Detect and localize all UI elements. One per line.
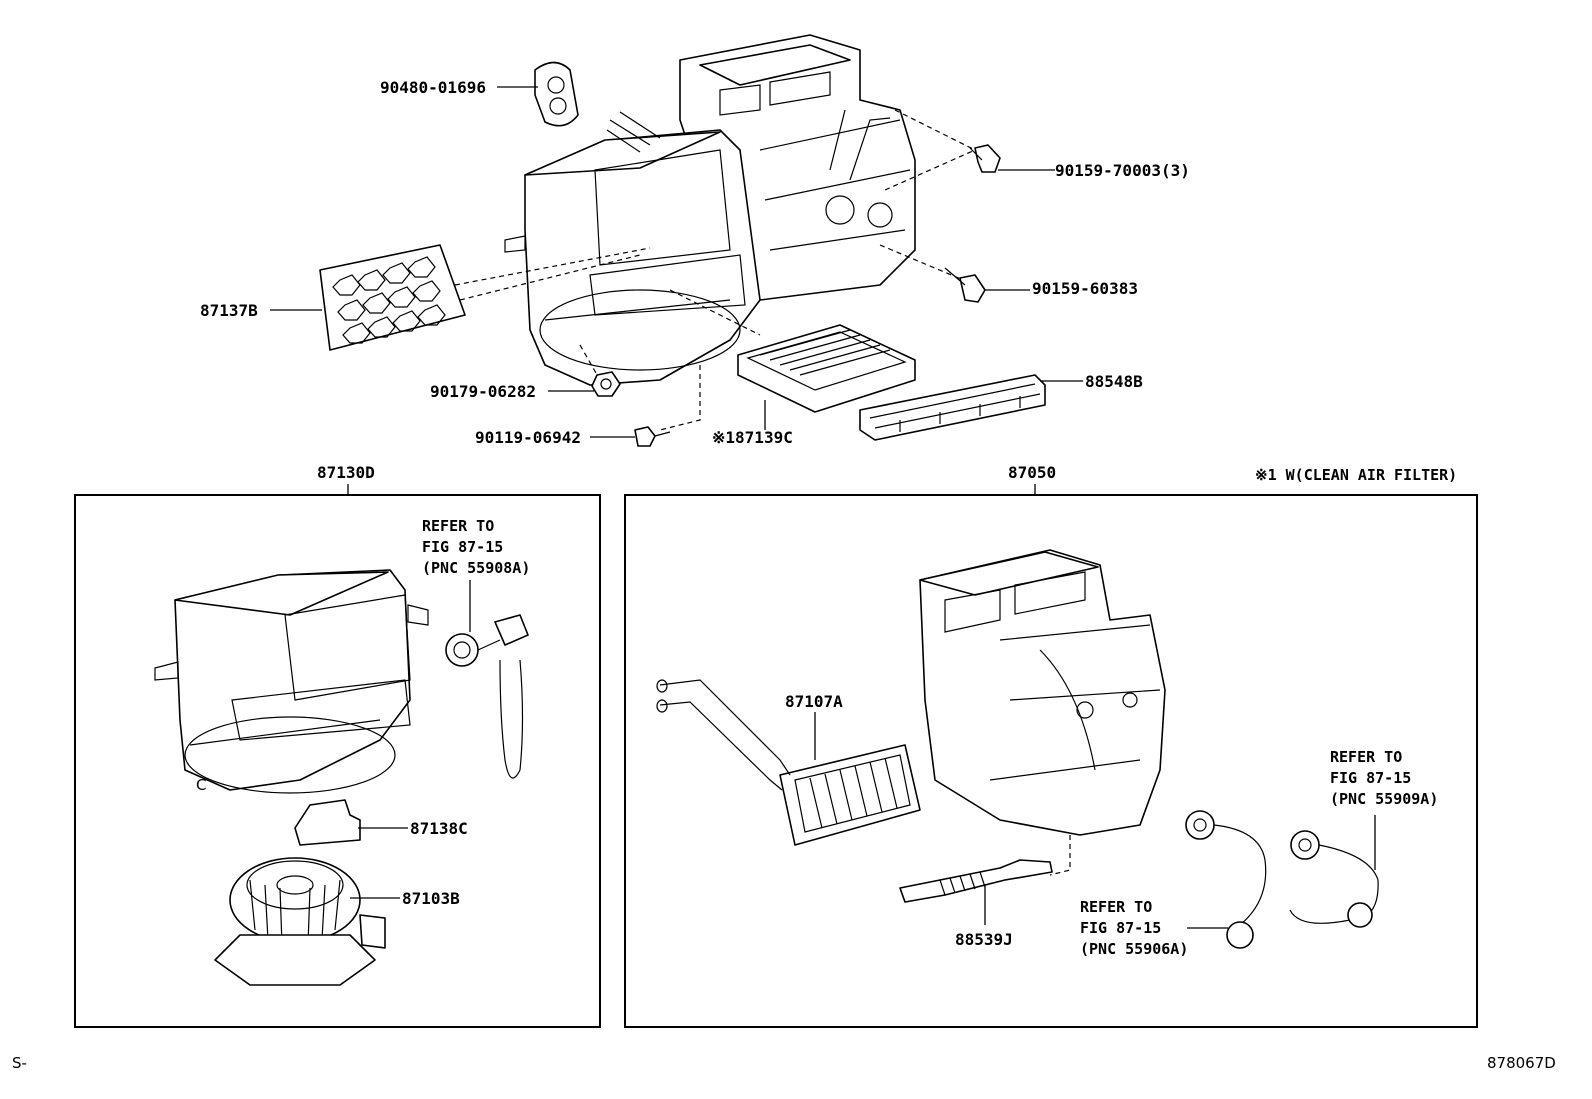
filter-cover-part xyxy=(270,244,466,351)
blower-assembly-box xyxy=(74,494,601,1028)
nut-part xyxy=(548,371,621,397)
heater-core-part xyxy=(656,679,921,846)
refer-line-3: (PNC 55906A) xyxy=(1080,940,1188,958)
refer-note-55908a: REFER TO FIG 87-15 (PNC 55908A) xyxy=(422,517,530,577)
refer-note-55906a: REFER TO FIG 87-15 (PNC 55906A) xyxy=(1080,898,1188,958)
svg-text:C: C xyxy=(196,776,206,794)
label-87139c: ※187139C xyxy=(712,428,793,447)
note-clean-air-filter: ※1 W(CLEAN AIR FILTER) xyxy=(1255,466,1457,484)
blower-case-part: C xyxy=(154,569,429,794)
servo-motor-part-c xyxy=(1289,815,1379,928)
label-87050: 87050 xyxy=(1008,463,1056,482)
servo-motor-part-b xyxy=(1185,810,1267,949)
label-87138c: 87138C xyxy=(410,819,468,838)
heater-assembly-box xyxy=(624,494,1478,1028)
blower-motor-part xyxy=(214,857,400,986)
screw-part-c xyxy=(590,426,671,447)
filter-case-part xyxy=(859,374,1083,441)
heater-case-part xyxy=(919,549,1166,876)
drain-hose-part xyxy=(899,859,1053,925)
refer-note-55909a: REFER TO FIG 87-15 (PNC 55909A) xyxy=(1330,748,1438,808)
label-90119-06942: 90119-06942 xyxy=(475,428,581,447)
refer-line-1: REFER TO xyxy=(1330,748,1402,766)
section-marker: S- xyxy=(12,1054,27,1072)
grommet-part xyxy=(497,61,579,127)
drawing-number: 878067D xyxy=(1487,1054,1556,1072)
label-87130d: 87130D xyxy=(317,463,375,482)
refer-line-2: FIG 87-15 xyxy=(422,538,503,556)
label-88548b: 88548B xyxy=(1085,372,1143,391)
refer-line-1: REFER TO xyxy=(422,517,494,535)
resistor-part xyxy=(294,799,408,846)
screw-part-b xyxy=(944,267,1030,303)
air-filter-part xyxy=(737,324,916,430)
label-90480-01696: 90480-01696 xyxy=(380,78,486,97)
refer-line-3: (PNC 55908A) xyxy=(422,559,530,577)
label-87103b: 87103B xyxy=(402,889,460,908)
servo-motor-part-a xyxy=(445,580,529,779)
label-87107a: 87107A xyxy=(785,692,843,711)
label-87137b: 87137B xyxy=(200,301,258,320)
screw-part-a xyxy=(969,144,1055,173)
label-90179-06282: 90179-06282 xyxy=(430,382,536,401)
label-88539j: 88539J xyxy=(955,930,1013,949)
refer-line-2: FIG 87-15 xyxy=(1330,769,1411,787)
hvac-unit-assembly xyxy=(454,34,976,431)
label-90159-60383: 90159-60383 xyxy=(1032,279,1138,298)
label-90159-70003: 90159-70003(3) xyxy=(1055,161,1190,180)
refer-line-1: REFER TO xyxy=(1080,898,1152,916)
refer-line-3: (PNC 55909A) xyxy=(1330,790,1438,808)
refer-line-2: FIG 87-15 xyxy=(1080,919,1161,937)
